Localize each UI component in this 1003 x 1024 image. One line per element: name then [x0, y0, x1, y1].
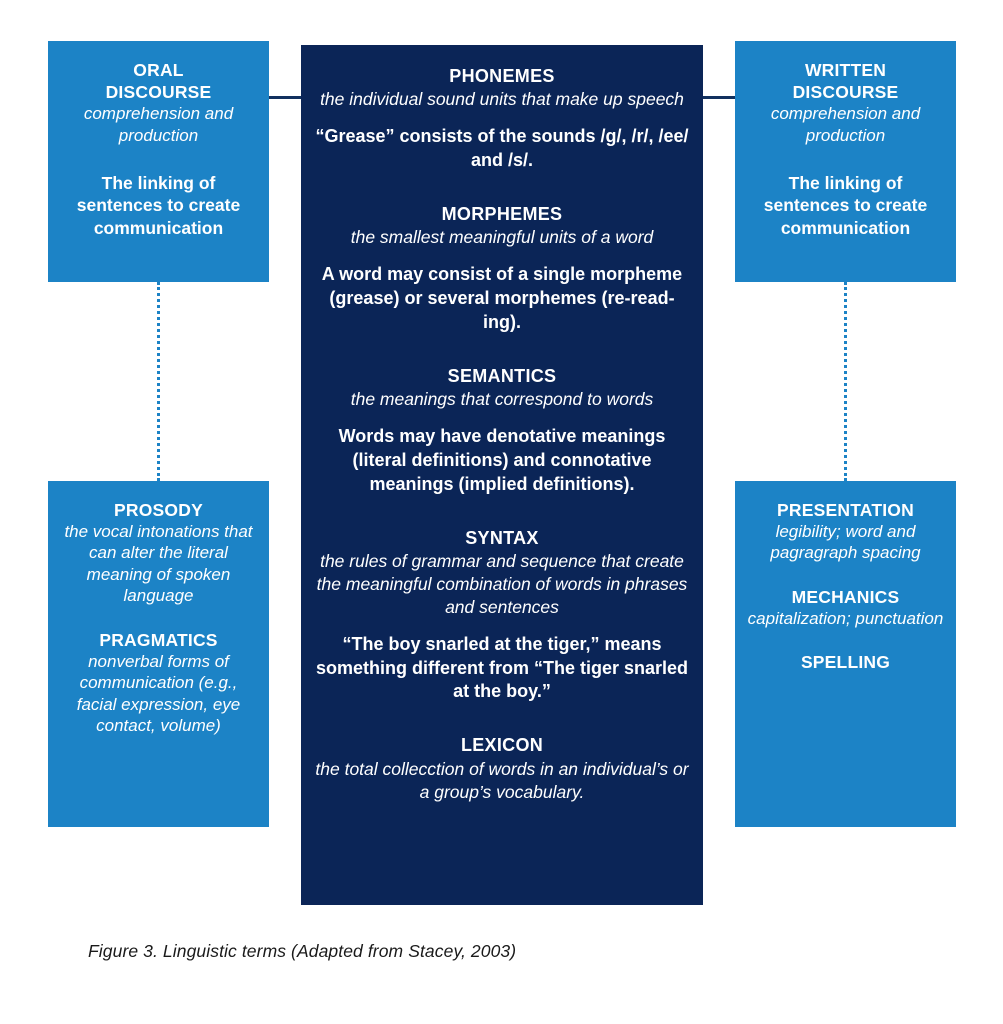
- oral-discourse-title: ORAL DISCOURSE: [60, 59, 257, 103]
- syntax-term: SYNTAX: [465, 527, 539, 548]
- syntax-section: SYNTAX the rules of grammar and sequence…: [315, 527, 689, 704]
- connector-center-to-written: [703, 96, 736, 99]
- prosody-pragmatics-box: PROSODY the vocal intonations that can a…: [48, 481, 269, 827]
- connector-written-to-presentation-dotted: [844, 282, 850, 481]
- written-discourse-box: WRITTEN DISCOURSE comprehension and prod…: [735, 41, 956, 282]
- mechanics-term: MECHANICS: [791, 586, 900, 607]
- presentation-definition: legibility; word and pagragraph spacing: [770, 522, 921, 563]
- syntax-definition: the rules of grammar and sequence that c…: [316, 551, 688, 617]
- written-discourse-body: The linking of sentences to create commu…: [763, 172, 928, 238]
- spelling-term: SPELLING: [800, 652, 891, 673]
- figure-caption: Figure 3. Linguistic terms (Adapted from…: [88, 941, 517, 961]
- oral-discourse-body: The linking of sentences to create commu…: [76, 172, 241, 238]
- connector-oral-to-prosody-dotted: [157, 282, 163, 481]
- semantics-example: Words may have denotative meanings (lite…: [338, 426, 666, 494]
- phonemes-definition: the individual sound units that make up …: [320, 89, 684, 110]
- oral-discourse-box: ORAL DISCOURSE comprehension and product…: [48, 41, 269, 282]
- prosody-definition: the vocal intonations that can alter the…: [64, 522, 253, 606]
- lexicon-section: LEXICON the total collecction of words i…: [315, 734, 689, 803]
- morphemes-term: MORPHEMES: [441, 204, 563, 225]
- phonemes-section: PHONEMES the individual sound units that…: [315, 65, 689, 173]
- written-discourse-title-line-1: WRITTEN: [804, 60, 887, 80]
- pragmatics-definition: nonverbal forms of communication (e.g., …: [76, 651, 241, 735]
- linguistic-components-panel: PHONEMES the individual sound units that…: [301, 45, 703, 905]
- written-discourse-title-line-2: DISCOURSE: [792, 82, 899, 103]
- written-discourse-subtitle: comprehension and production: [770, 104, 921, 145]
- presentation-term: PRESENTATION: [777, 500, 914, 520]
- connector-oral-to-center: [269, 96, 302, 99]
- oral-discourse-title-line-1: ORAL: [133, 60, 184, 80]
- oral-discourse-title-line-2: DISCOURSE: [105, 82, 212, 103]
- mechanics-definition: capitalization; punctuation: [747, 608, 944, 628]
- pragmatics-term: PRAGMATICS: [99, 629, 218, 650]
- prosody-term: PROSODY: [114, 500, 203, 520]
- presentation-mechanics-spelling-box: PRESENTATION legibility; word and pagrag…: [735, 481, 956, 827]
- semantics-definition: the meanings that correspond to words: [350, 389, 654, 410]
- morphemes-example: A word may consist of a single morpheme …: [321, 264, 683, 333]
- lexicon-definition: the total collecction of words in an ind…: [315, 758, 689, 802]
- morphemes-section: MORPHEMES the smallest meaningful units …: [315, 203, 689, 335]
- semantics-section: SEMANTICS the meanings that correspond t…: [315, 365, 689, 497]
- written-discourse-title: WRITTEN DISCOURSE: [747, 59, 944, 103]
- lexicon-term: LEXICON: [460, 735, 544, 756]
- phonemes-term: PHONEMES: [449, 66, 555, 86]
- syntax-example: “The boy snarled at the tiger,” means so…: [315, 633, 689, 702]
- semantics-term: SEMANTICS: [447, 365, 557, 386]
- oral-discourse-subtitle: comprehension and production: [83, 104, 234, 145]
- phonemes-example: “Grease” consists of the sounds /g/, /r/…: [315, 126, 689, 171]
- morphemes-definition: the smallest meaningful units of a word: [350, 227, 654, 248]
